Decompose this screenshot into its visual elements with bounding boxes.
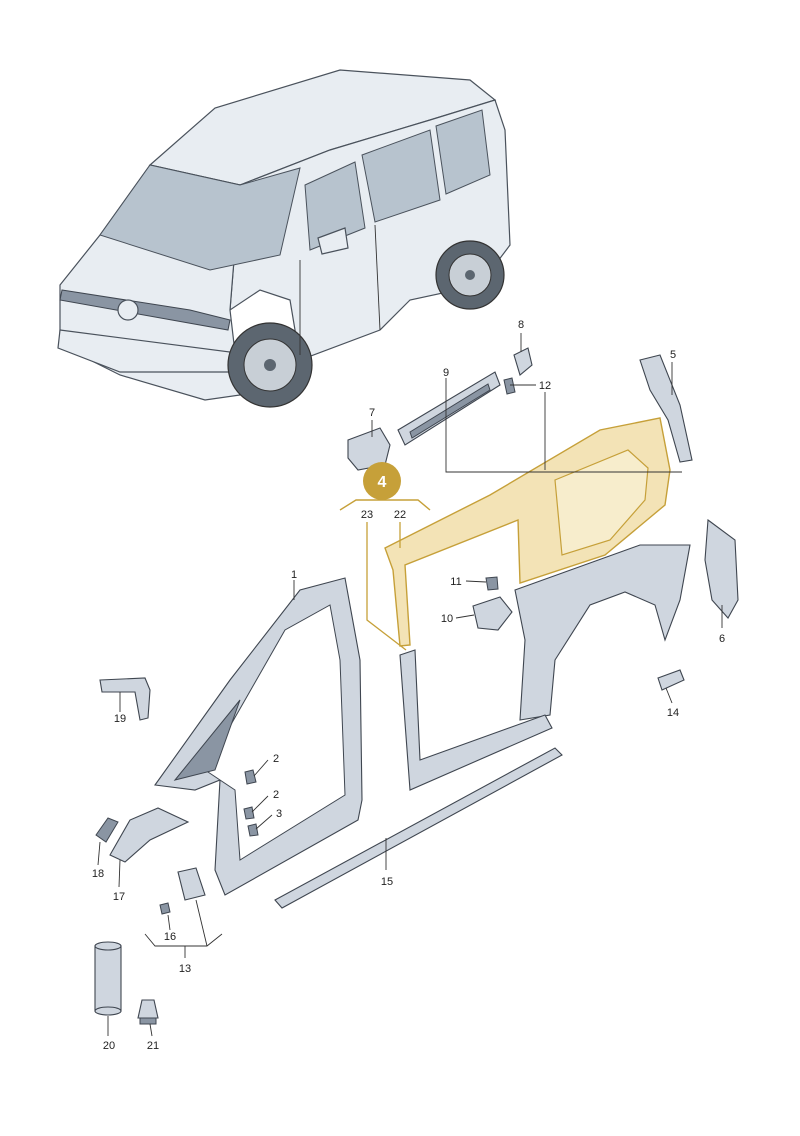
callout-18[interactable]: 18 <box>92 868 104 880</box>
part-3-clip <box>247 823 259 837</box>
part-16-screw <box>159 902 171 915</box>
callout-1[interactable]: 1 <box>291 569 297 581</box>
callout-20[interactable]: 20 <box>103 1040 115 1052</box>
part-21-plug <box>137 999 159 1025</box>
part-2-clip-lower <box>243 806 255 820</box>
part-17-bracket <box>109 807 190 863</box>
callout-15[interactable]: 15 <box>381 876 393 888</box>
part-9-rail <box>397 371 501 446</box>
callout-2-upper[interactable]: 2 <box>273 753 279 765</box>
callout-labels: 1 2 2 3 5 6 7 8 9 10 11 12 13 14 15 16 1… <box>92 319 725 1052</box>
part-11-clip <box>485 576 499 591</box>
part-8-plate <box>513 347 533 376</box>
highlighted-side-panel <box>384 417 671 647</box>
callout-9[interactable]: 9 <box>443 367 449 379</box>
callout-7[interactable]: 7 <box>369 407 375 419</box>
callout-13[interactable]: 13 <box>179 963 191 975</box>
part-15-sill <box>274 747 563 909</box>
part-13-bracket <box>177 867 206 901</box>
callout-21[interactable]: 21 <box>147 1040 159 1052</box>
callout-17[interactable]: 17 <box>113 891 125 903</box>
callout-8[interactable]: 8 <box>518 319 524 331</box>
callout-2-lower[interactable]: 2 <box>273 789 279 801</box>
part-20-cylinder <box>94 941 122 1016</box>
part-14-tab <box>657 669 685 691</box>
callout-14[interactable]: 14 <box>667 707 679 719</box>
callout-19[interactable]: 19 <box>114 713 126 725</box>
callout-3[interactable]: 3 <box>276 808 282 820</box>
callout-11[interactable]: 11 <box>450 576 461 588</box>
part-2-clip-upper <box>244 769 257 785</box>
callout-22[interactable]: 22 <box>394 509 406 521</box>
highlight-badge[interactable]: 4 <box>363 462 401 500</box>
part-18-clip <box>95 817 119 843</box>
part-12-clip <box>503 377 516 395</box>
callout-16[interactable]: 16 <box>164 931 176 943</box>
callout-12[interactable]: 12 <box>539 380 551 392</box>
part-1-a-pillar <box>154 577 363 896</box>
part-5-rear-pillar <box>639 354 693 463</box>
part-rear-quarter-panel <box>399 544 691 791</box>
callout-23[interactable]: 23 <box>361 509 373 521</box>
van-illustration <box>57 69 511 408</box>
callout-5[interactable]: 5 <box>670 349 676 361</box>
part-10-bracket <box>472 596 513 631</box>
callout-6[interactable]: 6 <box>719 633 725 645</box>
part-19-bracket <box>99 677 151 721</box>
part-6-rear-bracket <box>704 518 739 619</box>
callout-10[interactable]: 10 <box>441 613 453 625</box>
leader-lines <box>97 333 723 1037</box>
highlight-badge-number: 4 <box>378 474 387 491</box>
